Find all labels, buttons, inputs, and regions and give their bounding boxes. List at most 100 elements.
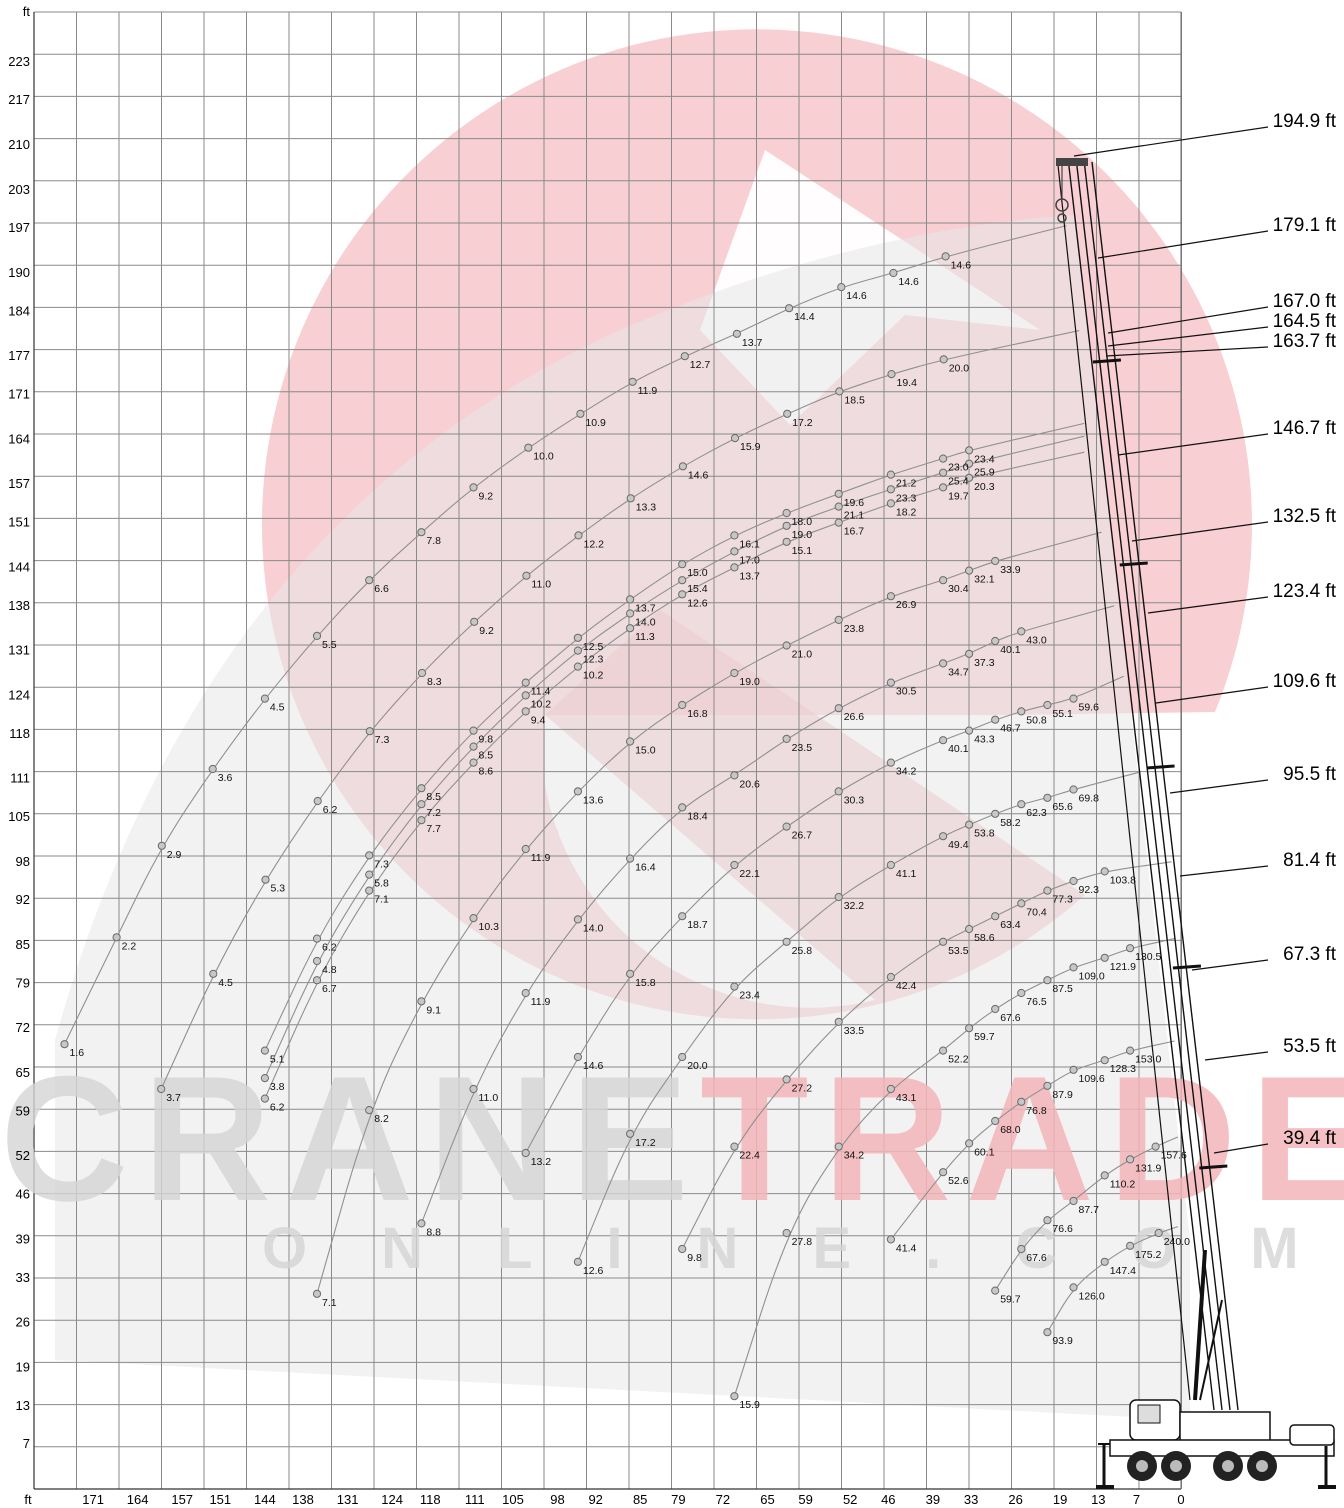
load-label: 53.5: [948, 945, 969, 957]
load-label: 10.2: [531, 698, 552, 710]
y-tick-label: 46: [16, 1187, 30, 1202]
load-point: [939, 1168, 948, 1177]
load-label: 8.5: [479, 750, 494, 762]
load-point: [1100, 953, 1109, 962]
load-point: [886, 678, 896, 687]
load-point: [1126, 1241, 1135, 1250]
load-label: 34.2: [896, 766, 917, 778]
load-point: [626, 624, 635, 633]
load-point: [1100, 1257, 1109, 1266]
load-point: [834, 1142, 843, 1151]
load-point: [312, 956, 322, 966]
load-label: 15.1: [792, 545, 813, 557]
load-label: 8.2: [374, 1113, 389, 1125]
cab-window: [1137, 1404, 1161, 1424]
x-tick-label: 111: [465, 1492, 485, 1507]
load-label: 20.0: [949, 362, 970, 374]
load-point: [939, 355, 948, 364]
load-label: 153.0: [1135, 1054, 1161, 1066]
callout-leader: [1117, 433, 1269, 456]
load-label: 22.1: [739, 868, 760, 880]
load-point: [730, 668, 739, 678]
x-tick-label: 72: [716, 1492, 730, 1507]
load-label: 40.1: [948, 743, 969, 755]
x-tick-label: 39: [926, 1492, 940, 1507]
load-label: 18.4: [687, 810, 708, 822]
x-tick-label: 59: [798, 1492, 812, 1507]
load-point: [785, 304, 794, 313]
y-tick-label: 223: [8, 54, 30, 69]
x-tick-label: 26: [1008, 1492, 1022, 1507]
load-label: 19.4: [897, 377, 918, 389]
load-label: 2.2: [122, 940, 137, 952]
load-point: [965, 820, 974, 829]
load-point: [991, 809, 1000, 818]
load-point: [522, 571, 531, 580]
load-point: [573, 633, 583, 642]
load-point: [678, 560, 687, 569]
load-label: 3.6: [218, 772, 233, 784]
load-label: 6.6: [374, 583, 389, 595]
load-point: [939, 937, 948, 946]
load-point: [991, 1116, 1000, 1126]
load-label: 9.4: [531, 714, 546, 726]
load-label: 20.0: [687, 1060, 708, 1072]
load-label: 43.0: [1026, 634, 1047, 646]
load-point: [573, 662, 583, 671]
load-point: [209, 969, 218, 978]
load-label: 69.8: [1079, 793, 1100, 805]
load-label: 23.4: [974, 453, 995, 465]
load-point: [678, 1052, 687, 1062]
load-label: 62.3: [1026, 807, 1047, 819]
load-label: 13.3: [636, 501, 657, 513]
boom-line: [1091, 161, 1239, 1411]
load-label: 4.8: [322, 964, 337, 976]
load-label: 23.0: [948, 462, 969, 474]
boom-length-label: 39.4 ft: [1283, 1128, 1337, 1149]
load-curve-10: [681, 861, 1172, 1250]
load-label: 59.6: [1079, 702, 1100, 714]
load-point: [417, 1219, 426, 1228]
wheel-hub: [1136, 1460, 1148, 1472]
load-label: 76.8: [1026, 1105, 1047, 1117]
callout-leader: [1155, 686, 1269, 704]
hook-icon: [1055, 198, 1069, 212]
load-point: [783, 409, 792, 418]
load-label: 110.2: [1110, 1178, 1136, 1190]
load-point: [782, 521, 791, 530]
boom-section-band: [1092, 358, 1122, 364]
load-point: [782, 734, 791, 744]
load-point: [1043, 793, 1052, 802]
load-point: [573, 1257, 583, 1266]
load-point: [626, 1129, 635, 1138]
load-label: 11.3: [635, 631, 655, 643]
load-point: [782, 641, 791, 650]
y-tick-label: 7: [23, 1436, 30, 1451]
load-label: 10.3: [479, 921, 500, 933]
load-point: [886, 758, 896, 767]
load-point: [678, 912, 687, 921]
load-point: [469, 483, 478, 492]
load-point: [469, 726, 478, 735]
load-point: [782, 1228, 791, 1238]
load-label: 25.9: [974, 467, 995, 479]
load-label: 11.0: [479, 1092, 499, 1104]
load-label: 55.1: [1052, 708, 1073, 720]
load-label: 25.8: [792, 945, 813, 957]
load-point: [730, 771, 739, 780]
load-point: [834, 787, 843, 796]
y-axis-unit: ft: [23, 4, 31, 19]
load-label: 87.9: [1052, 1089, 1073, 1101]
x-tick-label: 105: [502, 1492, 524, 1507]
load-label: 12.5: [583, 641, 604, 653]
load-label: 1.6: [70, 1047, 85, 1059]
load-point: [939, 832, 948, 841]
load-curve-6: [316, 531, 1102, 1294]
load-label: 52.2: [948, 1054, 969, 1066]
load-point: [939, 659, 948, 668]
load-label: 68.0: [1000, 1124, 1021, 1136]
load-label: 30.3: [844, 794, 865, 806]
load-label: 76.6: [1052, 1223, 1073, 1235]
axis-ticks: 2232172102031971901841771711641571511441…: [8, 4, 1184, 1507]
load-label: 126.0: [1079, 1290, 1105, 1302]
